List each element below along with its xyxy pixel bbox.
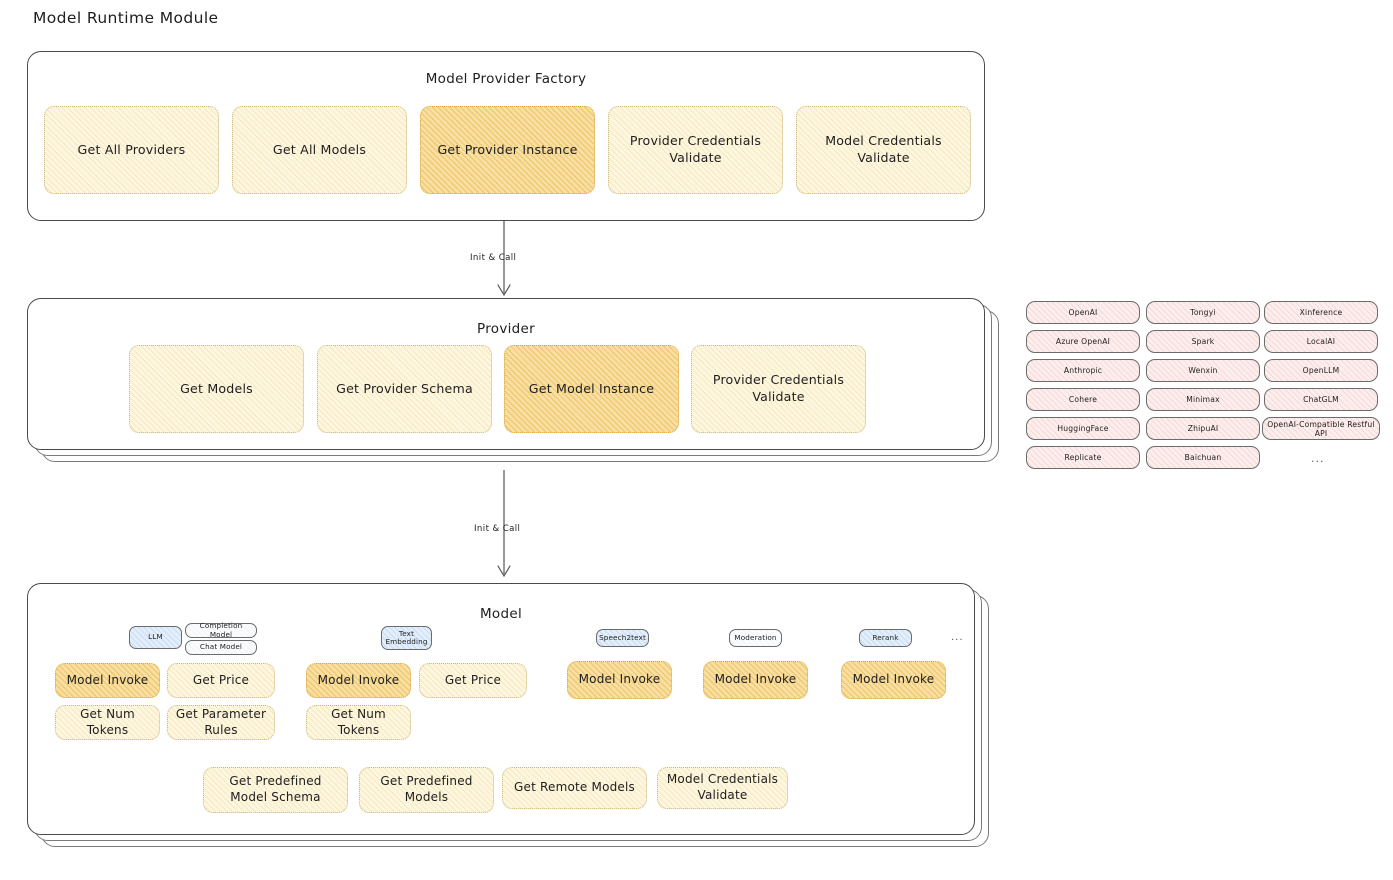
text-embedding-method-model-invoke[interactable]: Model Invoke: [306, 663, 411, 698]
provider-method-get-provider-schema[interactable]: Get Provider Schema: [317, 345, 492, 433]
moderation-method-model-invoke[interactable]: Model Invoke: [703, 661, 808, 699]
provider-method-get-model-instance[interactable]: Get Model Instance: [504, 345, 679, 433]
model-shared-model-credentials-validate[interactable]: Model Credentials Validate: [657, 767, 788, 809]
factory-method-model-credentials-validate[interactable]: Model Credentials Validate: [796, 106, 971, 194]
llm-method-get-parameter-rules[interactable]: Get Parameter Rules: [167, 705, 275, 740]
arrow-label-init-and-call-2: Init & Call: [474, 524, 521, 534]
model-type-llm[interactable]: LLM: [129, 626, 182, 649]
provider-pill-xinference[interactable]: Xinference: [1264, 301, 1378, 324]
model-type-moderation[interactable]: Moderation: [729, 629, 782, 647]
llm-method-get-num-tokens[interactable]: Get Num Tokens: [55, 705, 160, 740]
provider-title: Provider: [477, 321, 535, 337]
model-shared-get-remote-models[interactable]: Get Remote Models: [502, 767, 647, 809]
model-title: Model: [479, 606, 523, 622]
provider-pill-replicate[interactable]: Replicate: [1026, 446, 1140, 469]
model-shared-get-predefined-model-schema[interactable]: Get Predefined Model Schema: [203, 767, 348, 813]
provider-pill-wenxin[interactable]: Wenxin: [1146, 359, 1260, 382]
provider-pill-openai[interactable]: OpenAI: [1026, 301, 1140, 324]
factory-method-get-provider-instance[interactable]: Get Provider Instance: [420, 106, 595, 194]
rerank-method-model-invoke[interactable]: Model Invoke: [841, 661, 946, 699]
arrow-provider-to-model: [497, 470, 511, 578]
model-shared-get-predefined-models[interactable]: Get Predefined Models: [359, 767, 494, 813]
factory-method-get-all-models[interactable]: Get All Models: [232, 106, 407, 194]
llm-method-get-price[interactable]: Get Price: [167, 663, 275, 698]
provider-pill-localai[interactable]: LocalAI: [1264, 330, 1378, 353]
model-type-rerank[interactable]: Rerank: [859, 629, 912, 647]
text-embedding-method-get-price[interactable]: Get Price: [419, 663, 527, 698]
arrow-factory-to-provider: [497, 221, 511, 297]
provider-pill-openllm[interactable]: OpenLLM: [1264, 359, 1378, 382]
model-subtype-completion-model[interactable]: Completion Model: [185, 621, 257, 638]
provider-pill-zhipuai[interactable]: ZhipuAI: [1146, 417, 1260, 440]
provider-pill-tongyi[interactable]: Tongyi: [1146, 301, 1260, 324]
provider-pill-cohere[interactable]: Cohere: [1026, 388, 1140, 411]
model-type-speech2text[interactable]: Speech2text: [596, 629, 649, 647]
model-provider-factory-title: Model Provider Factory: [425, 71, 587, 87]
provider-method-get-models[interactable]: Get Models: [129, 345, 304, 433]
model-subtype-chat-model[interactable]: Chat Model: [185, 640, 257, 655]
provider-list-ellipsis: ...: [1311, 452, 1325, 465]
provider-pill-minimax[interactable]: Minimax: [1146, 388, 1260, 411]
model-type-text-embedding[interactable]: Text Embedding: [381, 626, 432, 650]
provider-pill-huggingface[interactable]: HuggingFace: [1026, 417, 1140, 440]
arrow-label-init-and-call-1: Init & Call: [470, 253, 517, 263]
page-title: Model Runtime Module: [33, 9, 219, 27]
provider-pill-azure-openai[interactable]: Azure OpenAI: [1026, 330, 1140, 353]
provider-pill-openai-compatible-restful-api[interactable]: OpenAI-Compatible Restful API: [1262, 417, 1380, 440]
provider-pill-anthropic[interactable]: Anthropic: [1026, 359, 1140, 382]
provider-pill-baichuan[interactable]: Baichuan: [1146, 446, 1260, 469]
provider-pill-chatglm[interactable]: ChatGLM: [1264, 388, 1378, 411]
speech2text-method-model-invoke[interactable]: Model Invoke: [567, 661, 672, 699]
model-types-ellipsis: ...: [951, 632, 964, 643]
provider-method-provider-credentials-validate[interactable]: Provider Credentials Validate: [691, 345, 866, 433]
provider-pill-spark[interactable]: Spark: [1146, 330, 1260, 353]
factory-method-get-all-providers[interactable]: Get All Providers: [44, 106, 219, 194]
llm-method-model-invoke[interactable]: Model Invoke: [55, 663, 160, 698]
factory-method-provider-credentials-validate[interactable]: Provider Credentials Validate: [608, 106, 783, 194]
text-embedding-method-get-num-tokens[interactable]: Get Num Tokens: [306, 705, 411, 740]
